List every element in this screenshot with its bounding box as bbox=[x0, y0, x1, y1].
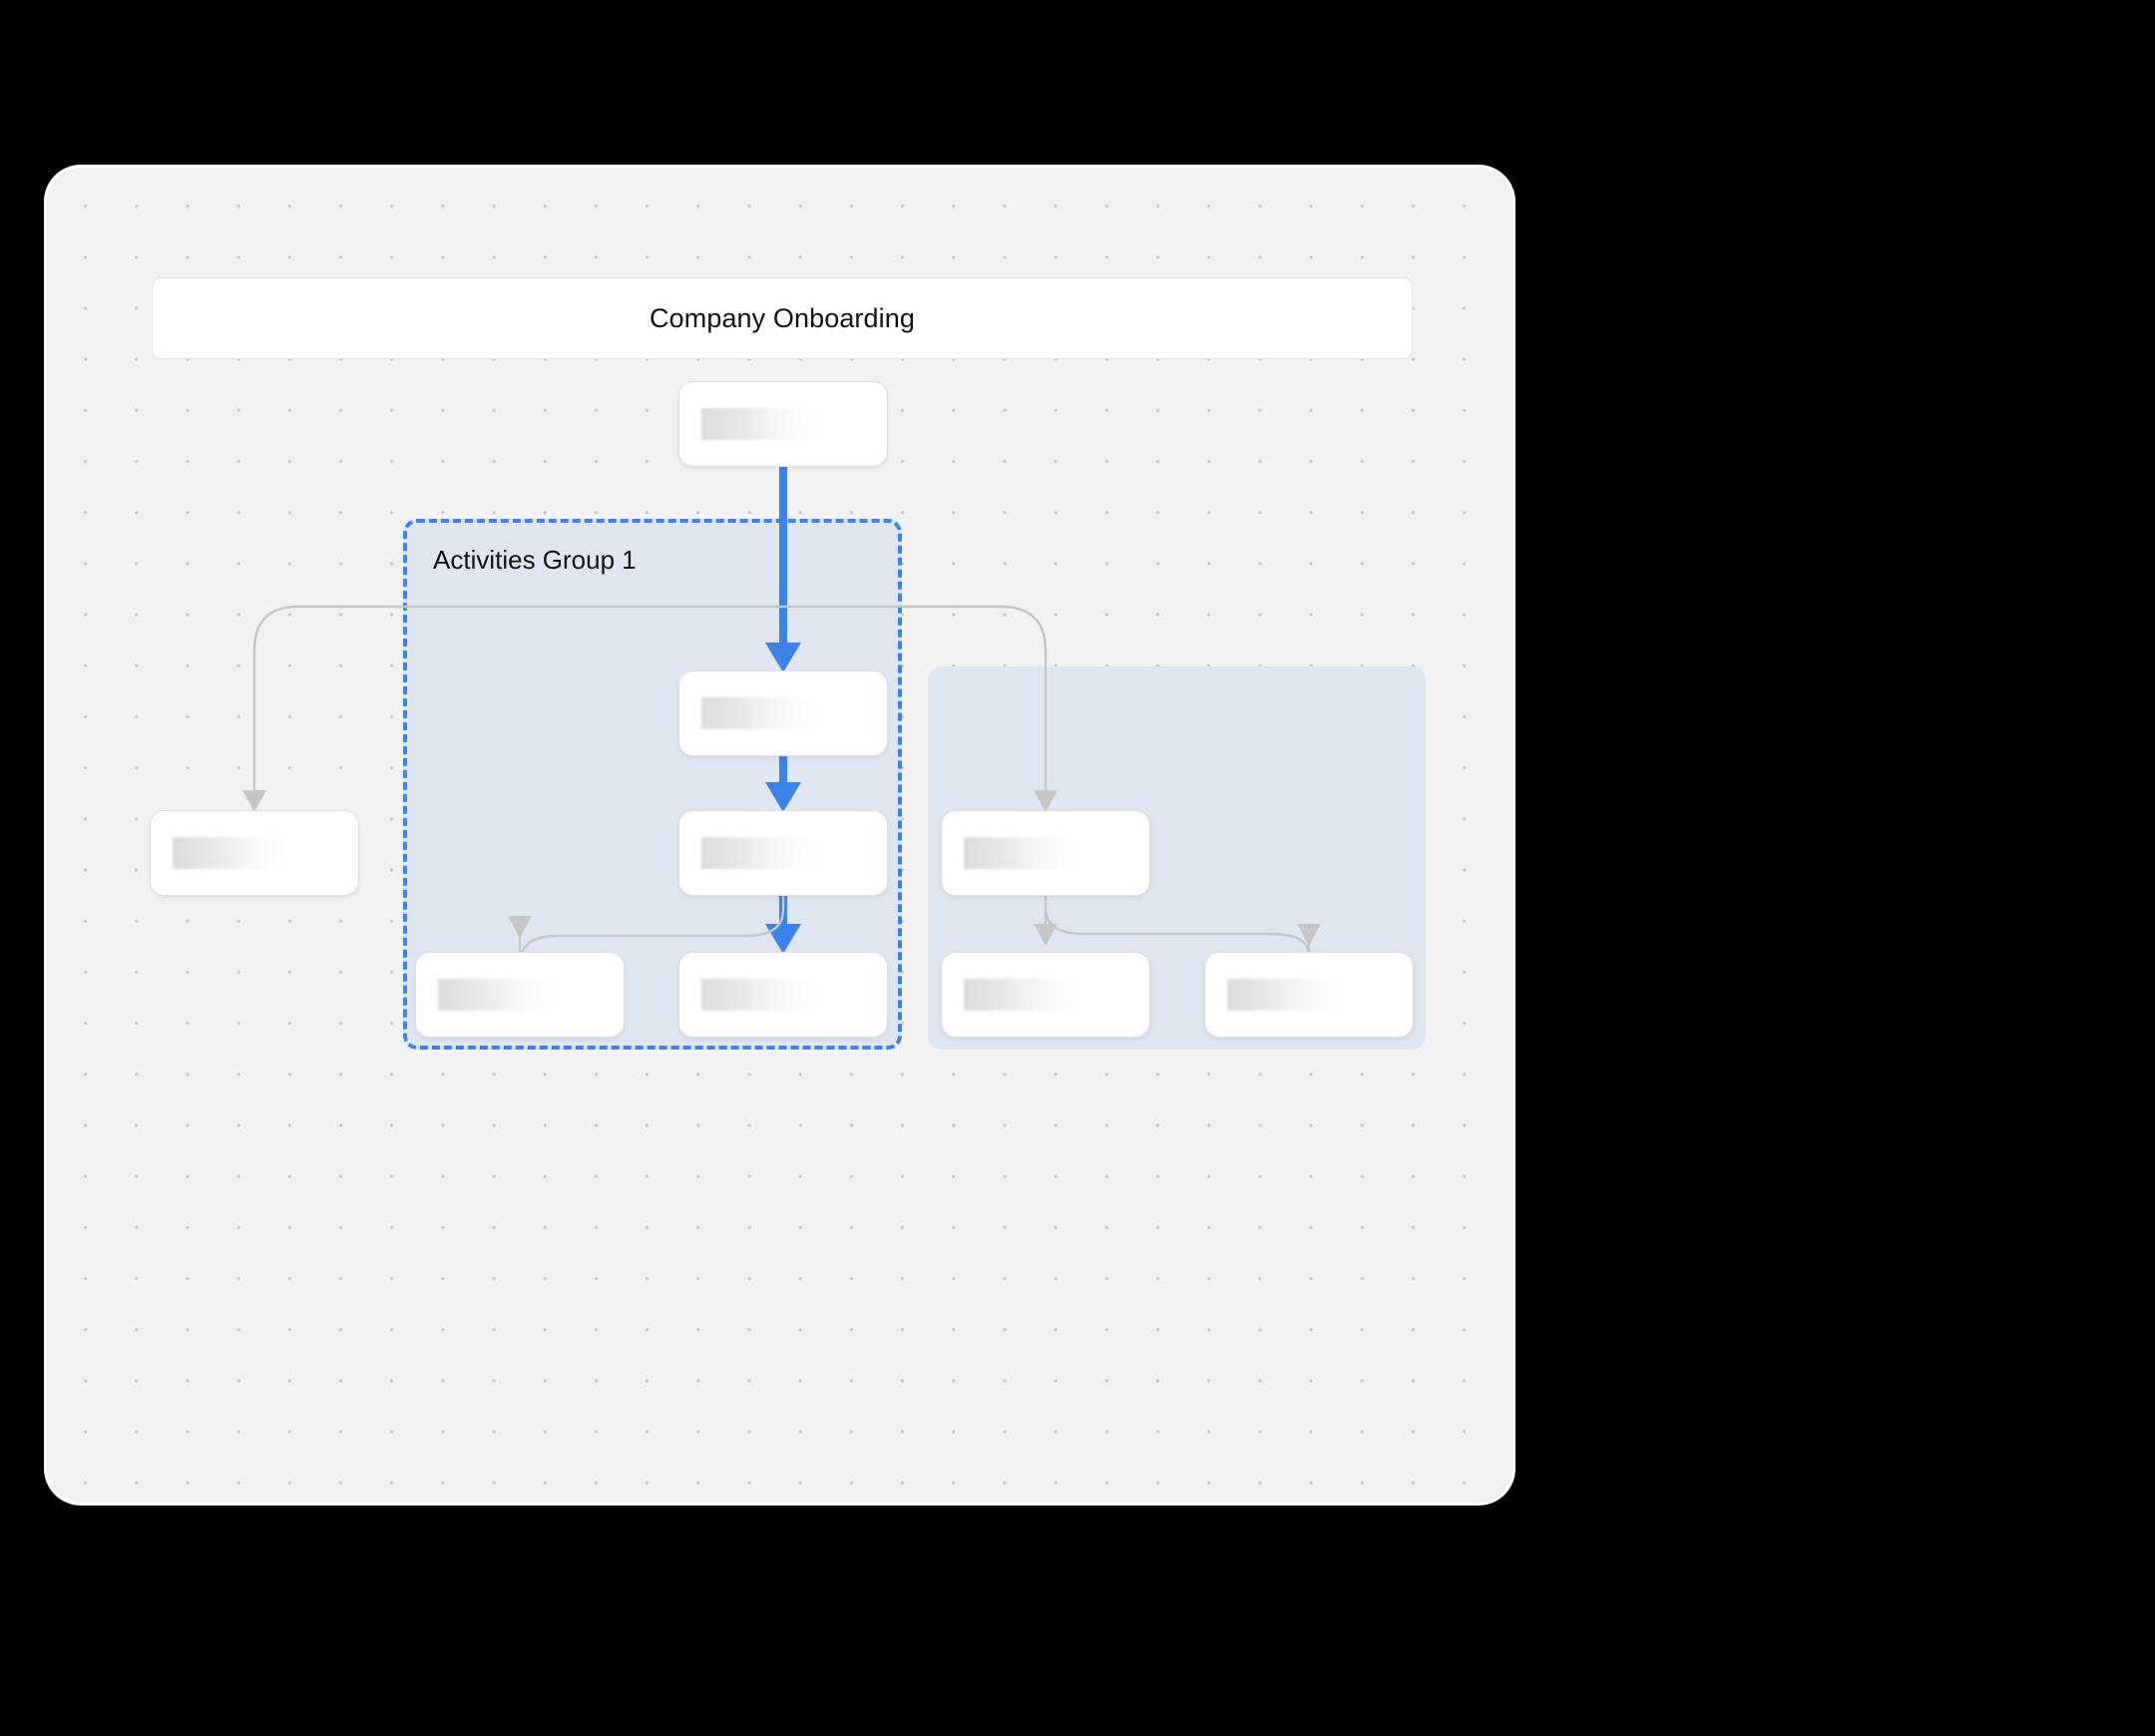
node-group2-a[interactable] bbox=[941, 952, 1150, 1038]
flow-title-card[interactable]: Company Onboarding bbox=[152, 277, 1413, 359]
node-content-placeholder bbox=[1227, 979, 1345, 1011]
node-group2-top[interactable] bbox=[941, 810, 1150, 896]
node-content-placeholder bbox=[701, 979, 819, 1011]
flowchart-canvas[interactable]: Company Onboarding Activities Group 1 bbox=[47, 168, 1512, 1503]
page-title: Company Onboarding bbox=[649, 302, 915, 333]
node-content-placeholder bbox=[173, 837, 290, 869]
node-group1-left[interactable] bbox=[415, 952, 625, 1038]
edge-root-to-left-arrowhead bbox=[242, 790, 266, 812]
node-center-1[interactable] bbox=[678, 670, 888, 756]
group-label-activities-group-1: Activities Group 1 bbox=[433, 545, 637, 575]
node-left[interactable] bbox=[150, 810, 359, 896]
node-content-placeholder bbox=[701, 837, 819, 869]
node-group2-b[interactable] bbox=[1204, 952, 1414, 1038]
node-root[interactable] bbox=[678, 381, 888, 467]
node-content-placeholder bbox=[701, 408, 819, 440]
node-content-placeholder bbox=[964, 979, 1081, 1011]
node-content-placeholder bbox=[964, 837, 1081, 869]
node-content-placeholder bbox=[438, 979, 556, 1011]
node-center-3[interactable] bbox=[678, 952, 888, 1038]
node-center-2[interactable] bbox=[678, 810, 888, 896]
node-content-placeholder bbox=[701, 697, 819, 729]
